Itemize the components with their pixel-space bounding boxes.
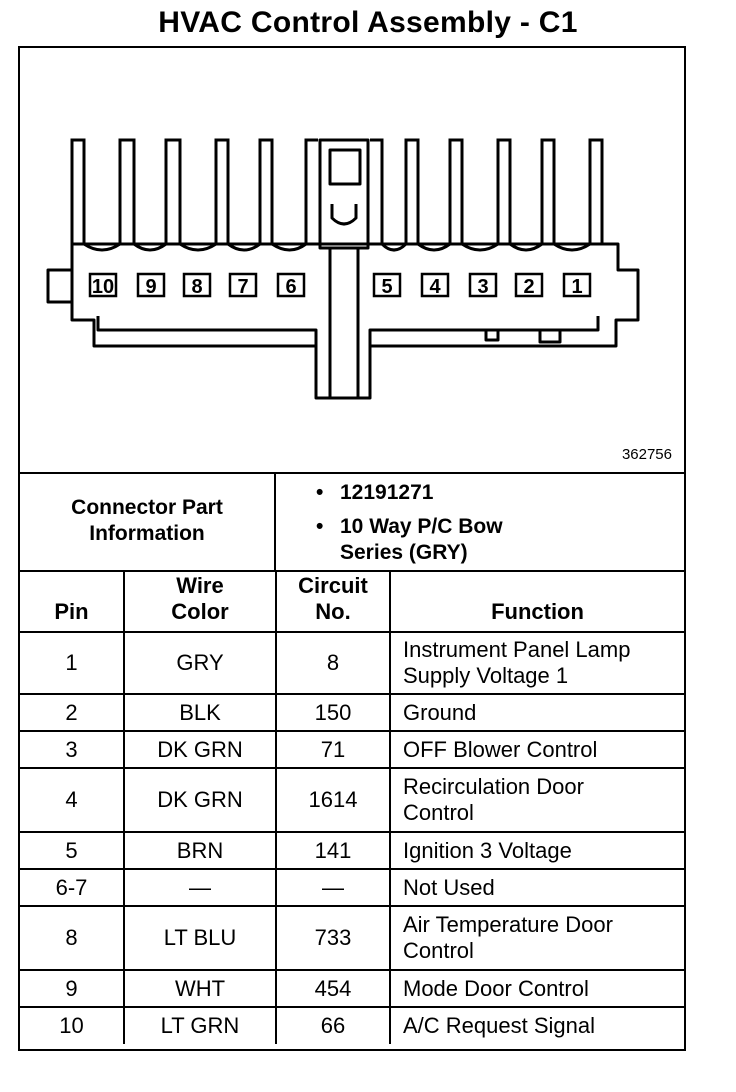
circuit-cell: 66 (275, 1006, 391, 1044)
table-row: 10 LT GRN 66 A/C Request Signal (20, 1006, 684, 1044)
wire-color-cell: — (123, 868, 277, 907)
latch-window (328, 148, 362, 186)
connector-body-outline (70, 242, 640, 400)
connector-diagram: 10 9 8 7 6 5 4 3 2 1 362756 (20, 48, 684, 474)
circuit-cell: 71 (275, 730, 391, 769)
table-row: 6-7 — — Not Used (20, 868, 684, 907)
table-header-row: Pin Wire Color Circuit No. Function (20, 570, 684, 633)
pin-box-6 (276, 272, 306, 298)
wire-color-cell: DK GRN (123, 767, 277, 833)
inner-channel-right (368, 316, 600, 346)
function-cell: Ground (389, 693, 684, 732)
table-row: 8 LT BLU 733 Air Temperature Door Contro… (20, 905, 684, 971)
function-cell: Recirculation Door Control (389, 767, 684, 833)
pin-cell: 9 (20, 969, 125, 1008)
pin-cell: 3 (20, 730, 125, 769)
connector-drawing: 10 9 8 7 6 5 4 3 2 1 (46, 138, 640, 400)
circuit-cell: 1614 (275, 767, 391, 833)
pin-label: 6 (285, 276, 296, 298)
wire-color-cell: BLK (123, 693, 277, 732)
pin-cell: 4 (20, 767, 125, 833)
function-cell: Instrument Panel Lamp Supply Voltage 1 (389, 631, 684, 695)
header-circuit: Circuit No. (275, 570, 391, 633)
connector-teeth (70, 138, 618, 252)
circuit-cell: 141 (275, 831, 391, 870)
circuit-cell: 454 (275, 969, 391, 1008)
part-info-item: • 12191271 (316, 480, 433, 506)
bullet-icon: • (316, 515, 324, 538)
connector-part-info: Connector Part Information • 12191271 • 10… (20, 472, 684, 572)
wire-color-cell: GRY (123, 631, 277, 695)
wire-color-cell: LT GRN (123, 1006, 277, 1044)
pinout-table: Pin Wire Color Circuit No. Function 1 GR… (20, 570, 684, 1044)
part-info-item: • 10 Way P/C Bow (316, 514, 503, 540)
notch-1 (484, 330, 500, 342)
pin-box-7 (228, 272, 258, 298)
pin-cell: 6-7 (20, 868, 125, 907)
function-cell: Ignition 3 Voltage (389, 831, 684, 870)
table-row: 1 GRY 8 Instrument Panel Lamp Supply Vol… (20, 631, 684, 695)
pin-cell: 8 (20, 905, 125, 971)
circuit-cell: 150 (275, 693, 391, 732)
pin-label: 1 (571, 276, 582, 298)
pin-label: 9 (145, 276, 156, 298)
function-cell: A/C Request Signal (389, 1006, 684, 1044)
pin-label: 2 (523, 276, 534, 298)
circuit-cell: 8 (275, 631, 391, 695)
pin-cell: 5 (20, 831, 125, 870)
pin-box-4 (420, 272, 450, 298)
pin-box-9 (136, 272, 166, 298)
pin-cell: 10 (20, 1006, 125, 1044)
bullet-icon: • (316, 481, 324, 504)
latch-outer (318, 138, 370, 250)
pin-cell: 2 (20, 693, 125, 732)
circuit-cell: — (275, 868, 391, 907)
part-info-label: Connector Part Information (20, 472, 276, 570)
pin-label: 8 (191, 276, 202, 298)
part-info-values: • 12191271 • 10 Way P/C Bow Series (GRY) (276, 472, 684, 570)
pin-label-boxes (88, 272, 592, 298)
wire-color-cell: WHT (123, 969, 277, 1008)
header-wire-color: Wire Color (123, 570, 277, 633)
pin-label: 5 (381, 276, 392, 298)
header-function: Function (389, 570, 684, 633)
pin-box-3 (468, 272, 498, 298)
page-title: HVAC Control Assembly - C1 (158, 6, 578, 39)
pin-box-5 (372, 272, 402, 298)
table-row: 3 DK GRN 71 OFF Blower Control (20, 730, 684, 769)
pin-cell: 1 (20, 631, 125, 695)
pin-label: 10 (92, 276, 114, 298)
pin-label: 7 (237, 276, 248, 298)
table-row: 9 WHT 454 Mode Door Control (20, 969, 684, 1008)
table-row: 4 DK GRN 1614 Recirculation Door Control (20, 767, 684, 833)
wire-color-cell: DK GRN (123, 730, 277, 769)
table-row: 2 BLK 150 Ground (20, 693, 684, 732)
inner-channel-left (96, 316, 318, 346)
wire-color-cell: LT BLU (123, 905, 277, 971)
left-ear (46, 268, 74, 304)
part-number: 12191271 (340, 481, 434, 504)
pin-label-texts: 10 9 8 7 6 5 4 3 2 1 (92, 276, 583, 298)
function-cell: OFF Blower Control (389, 730, 684, 769)
connector-type: 10 Way P/C Bow (340, 515, 503, 538)
pin-label: 3 (477, 276, 488, 298)
notch-2 (538, 330, 562, 344)
part-info-item: Series (GRY) (316, 540, 468, 566)
function-cell: Air Temperature Door Control (389, 905, 684, 971)
latch-tab (330, 204, 358, 226)
wire-color-cell: BRN (123, 831, 277, 870)
table-row: 5 BRN 141 Ignition 3 Voltage (20, 831, 684, 870)
figure-number: 362756 (621, 446, 672, 463)
pin-box-2 (514, 272, 544, 298)
pin-box-1 (562, 272, 592, 298)
circuit-cell: 733 (275, 905, 391, 971)
function-cell: Mode Door Control (389, 969, 684, 1008)
pin-label: 4 (429, 276, 441, 298)
function-cell: Not Used (389, 868, 684, 907)
pin-box-8 (182, 272, 212, 298)
pin-box-10 (88, 272, 118, 298)
header-pin: Pin (20, 570, 125, 633)
connector-info-frame: 10 9 8 7 6 5 4 3 2 1 362756 Connector Pa… (18, 46, 686, 1051)
connector-series: Series (GRY) (340, 541, 468, 564)
